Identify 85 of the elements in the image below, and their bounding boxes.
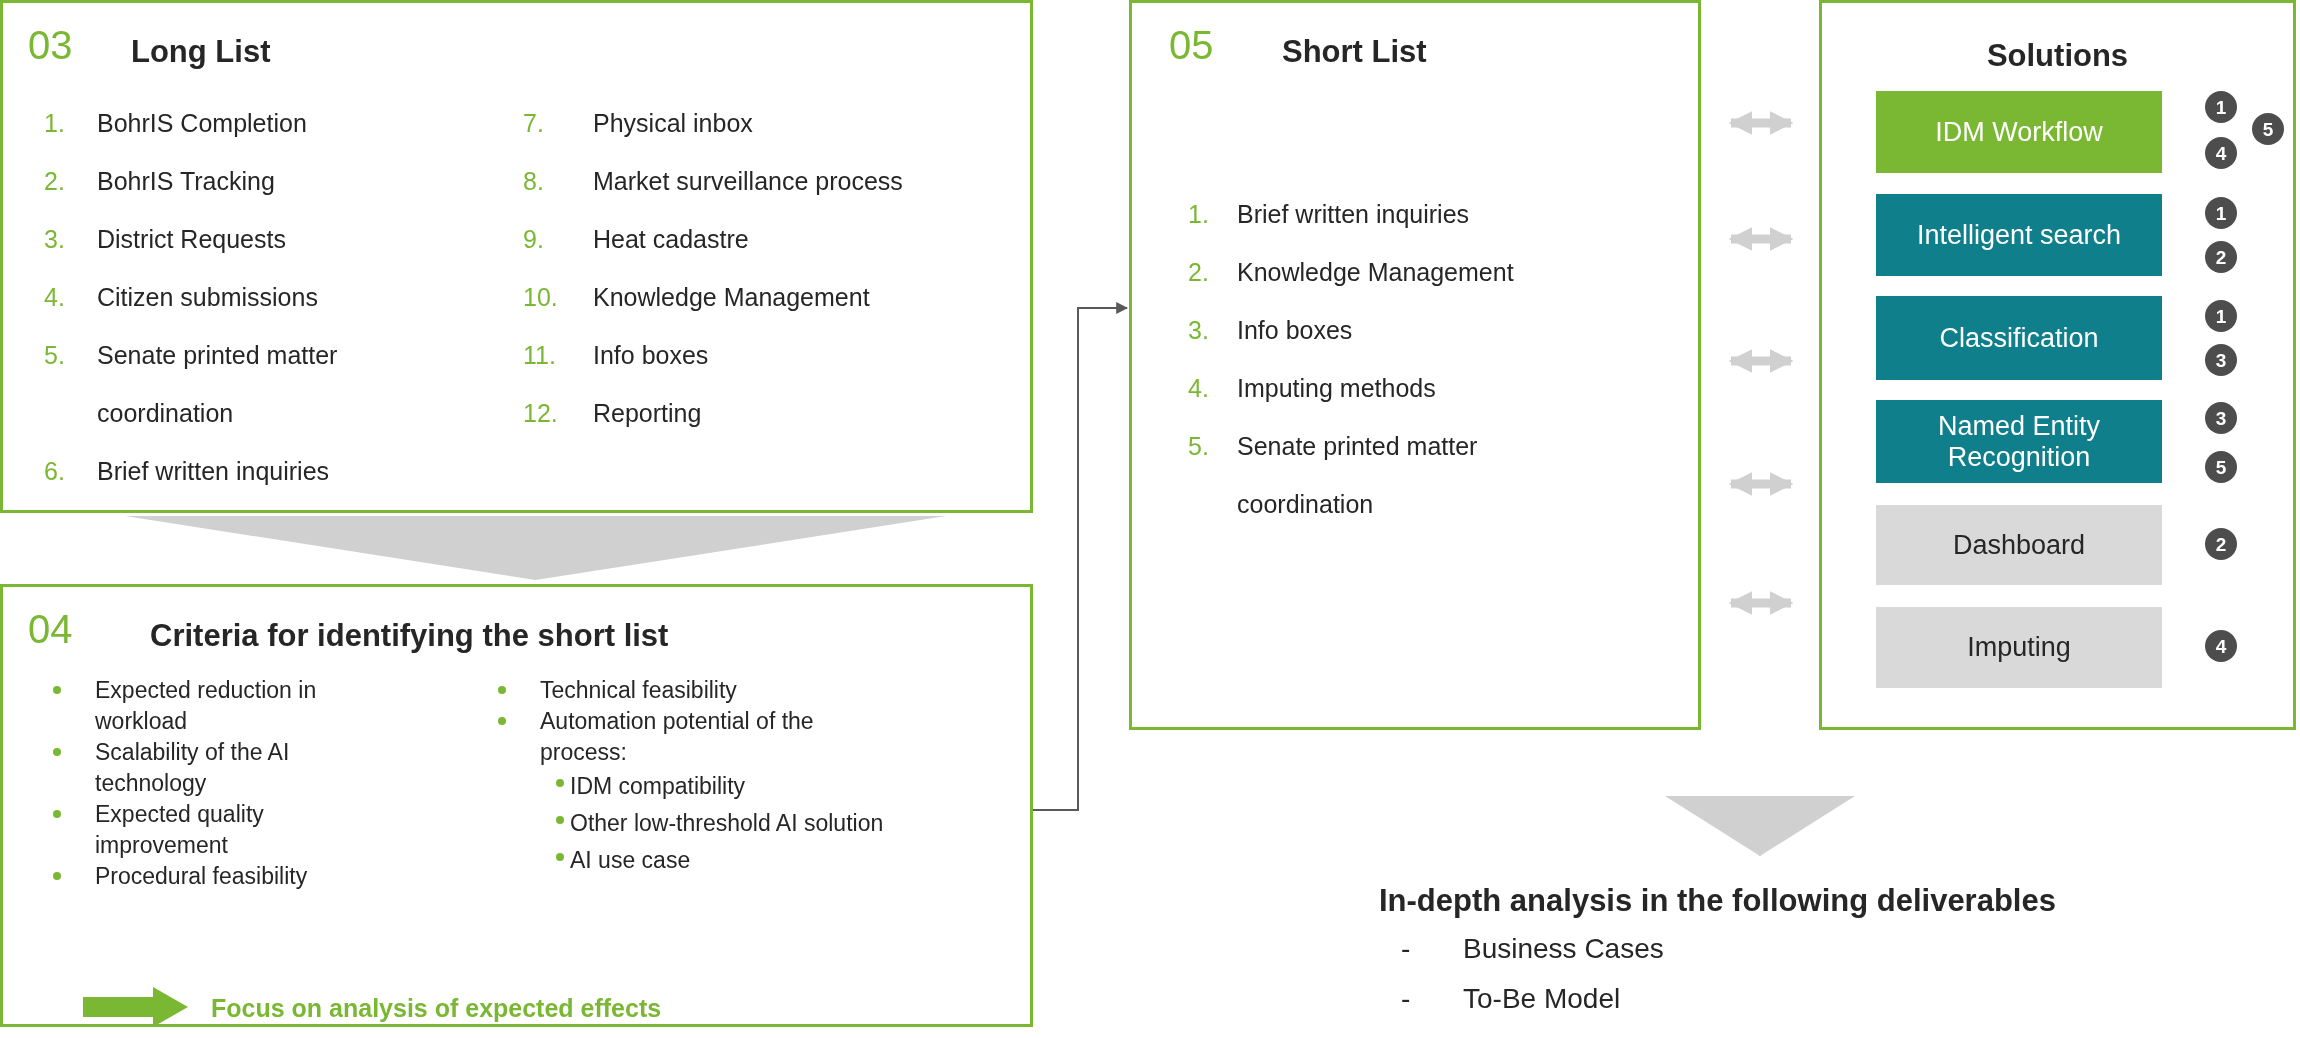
list-panel: [1129, 0, 1701, 730]
number-badge: 1: [2205, 197, 2237, 229]
number-badge: 1: [2205, 91, 2237, 123]
number-badge: 5: [2205, 451, 2237, 483]
section-heading: Short List: [1282, 33, 1427, 71]
number-badge: 4: [2205, 630, 2237, 662]
number-badge: 2: [2205, 241, 2237, 273]
list-item: Imputing methods: [1237, 373, 1437, 404]
list-item: Knowledge Management: [593, 282, 871, 313]
double-arrow: [1728, 591, 1794, 615]
solution-box: IDM Workflow: [1876, 91, 2162, 173]
solution-box: Imputing: [1876, 607, 2162, 688]
bullet-text: Other low-threshold AI solution: [570, 809, 885, 838]
bullet-text: Automation potential of the process:: [540, 707, 815, 767]
list-item: To-Be Model: [1463, 982, 1621, 1016]
list-item: Citizen submissions: [97, 282, 319, 313]
list-item: Senate printed matter coordination: [1237, 431, 1479, 520]
list-number: 5.: [1188, 431, 1210, 462]
bullet-text: AI use case: [570, 846, 692, 875]
list-number: 1.: [1188, 199, 1210, 230]
section-number: 03: [28, 22, 73, 69]
bullet-text: Scalability of the AI technology: [95, 738, 291, 798]
list-item: Brief written inquiries: [97, 456, 331, 487]
list-number: 11.: [523, 340, 557, 371]
double-arrow: [1728, 349, 1794, 373]
list-item: Physical inbox: [593, 108, 754, 139]
bullet-text: Technical feasibility: [540, 676, 738, 705]
list-dash: -: [1401, 932, 1412, 966]
list-item: BohrIS Completion: [97, 108, 308, 139]
solution-box: Named Entity Recognition: [1876, 400, 2162, 483]
list-item: Business Cases: [1463, 932, 1664, 966]
number-badge: 1: [2205, 300, 2237, 332]
arrow: [125, 516, 946, 580]
connector-arrow: [1032, 302, 1129, 811]
number-badge: 4: [2205, 137, 2237, 169]
criteria-panel: [0, 584, 1033, 1027]
double-arrow: [1728, 227, 1794, 251]
solution-box: Classification: [1876, 296, 2162, 380]
list-number: 12.: [523, 398, 559, 429]
list-number: 2.: [1188, 257, 1210, 288]
section-heading: Criteria for identifying the short list: [150, 617, 669, 655]
focus-note: Focus on analysis of expected effects: [211, 993, 662, 1024]
bullet-text: Expected quality improvement: [95, 800, 265, 860]
list-item: Knowledge Management: [1237, 257, 1515, 288]
bullet-text: Expected reduction in workload: [95, 676, 318, 736]
panel-heading: Solutions: [1985, 37, 2130, 75]
list-item: Reporting: [593, 398, 703, 429]
list-item: Senate printed matter coordination: [97, 340, 339, 429]
list-item: BohrIS Tracking: [97, 166, 276, 197]
arrow: [1665, 795, 1855, 857]
number-badge: 3: [2205, 344, 2237, 376]
list-number: 8.: [523, 166, 545, 197]
section-heading: Long List: [131, 33, 271, 71]
double-arrow: [1728, 472, 1794, 496]
list-item: Info boxes: [1237, 315, 1354, 346]
list-item: Brief written inquiries: [1237, 199, 1471, 230]
list-number: 5.: [44, 340, 66, 371]
list-number: 9.: [523, 224, 545, 255]
solution-box: Intelligent search: [1876, 194, 2162, 276]
number-badge: 5: [2252, 113, 2284, 145]
deliverables-heading: In-depth analysis in the following deliverables: [1379, 882, 2057, 920]
list-item: District Requests: [97, 224, 287, 255]
list-number: 7.: [523, 108, 545, 139]
list-item: Heat cadastre: [593, 224, 750, 255]
list-panel: [0, 0, 1033, 513]
list-number: 1.: [44, 108, 66, 139]
bullet-text: Procedural feasibility: [95, 862, 309, 891]
solutions-panel: [1819, 0, 2296, 730]
list-number: 10.: [523, 282, 559, 313]
list-number: 6.: [44, 456, 66, 487]
section-number: 04: [28, 606, 73, 653]
list-dash: -: [1401, 982, 1412, 1016]
number-badge: 3: [2205, 402, 2237, 434]
number-badge: 2: [2205, 528, 2237, 560]
list-number: 3.: [44, 224, 66, 255]
list-item: Info boxes: [593, 340, 710, 371]
solution-box: Dashboard: [1876, 505, 2162, 585]
list-number: 3.: [1188, 315, 1210, 346]
list-number: 4.: [1188, 373, 1210, 404]
list-item: Market surveillance process: [593, 166, 904, 197]
list-number: 4.: [44, 282, 66, 313]
double-arrow: [1728, 111, 1794, 135]
section-number: 05: [1169, 22, 1214, 69]
bullet-text: IDM compatibility: [570, 772, 747, 801]
list-number: 2.: [44, 166, 66, 197]
